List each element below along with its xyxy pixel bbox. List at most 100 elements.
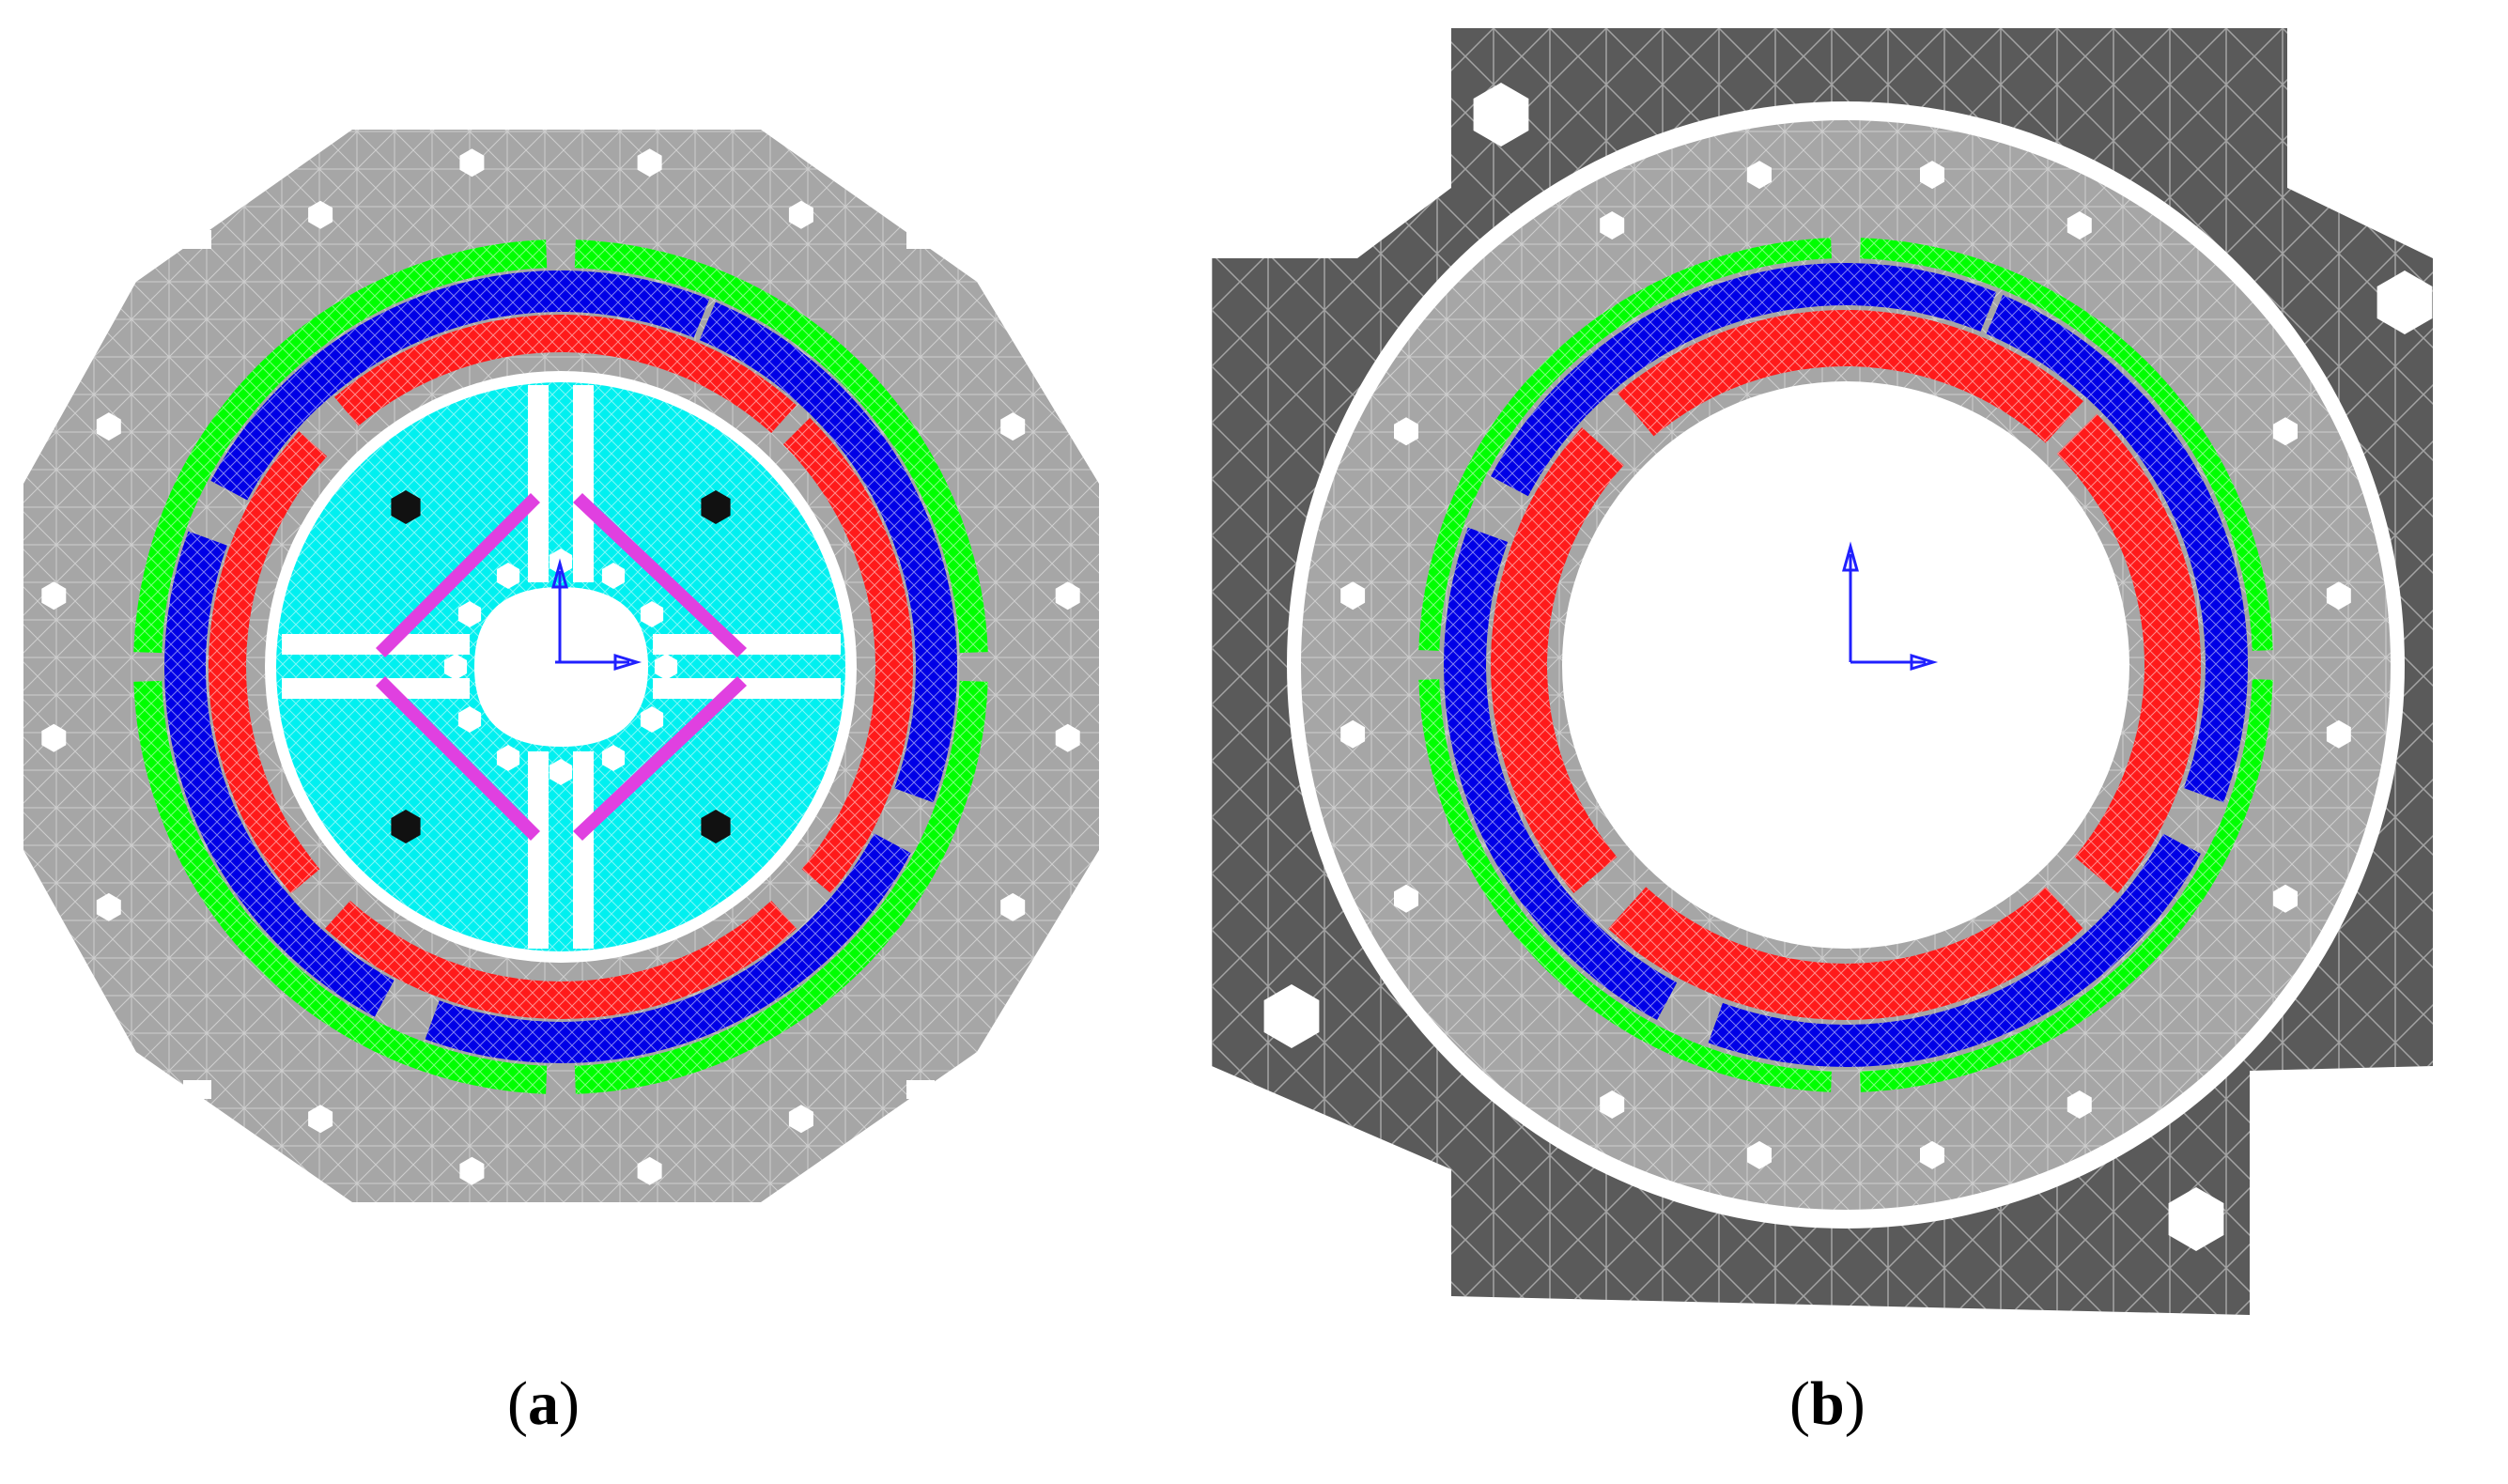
mounting-holes (1340, 161, 2351, 1169)
mounting-hole (2326, 719, 2351, 749)
winding-inner-segment-mesh (333, 314, 797, 434)
winding-outer-segment-mesh (1418, 679, 1832, 1092)
mounting-hole (459, 148, 485, 178)
rotor-holes (443, 549, 678, 785)
panel-label-b-text: b (1809, 1369, 1845, 1438)
magnets (376, 493, 747, 841)
rotor-hole (601, 745, 626, 771)
bolt (391, 810, 421, 843)
housing-bolt (2376, 271, 2433, 334)
mounting-hole (788, 200, 813, 229)
mounting-hole (1055, 723, 1080, 752)
winding-outer-segment-mesh (133, 240, 548, 654)
core-notch (906, 230, 935, 249)
winding-middle-segment-mesh (425, 833, 911, 1064)
mounting-hole (637, 148, 662, 178)
winding-middle-segment-mesh (210, 271, 710, 501)
mounting-hole (308, 1105, 333, 1134)
winding-middle-segment-mesh (699, 301, 957, 803)
core-notch (183, 1080, 211, 1099)
mounting-hole (1000, 412, 1026, 441)
winding-outer-segment-mesh (133, 680, 548, 1094)
winding-middle-segment-mesh (1708, 833, 2201, 1067)
mounting-hole (459, 1156, 485, 1185)
winding-outer-segment-mesh (1860, 679, 2273, 1092)
rotor-hole (654, 654, 678, 680)
core-notch (906, 1080, 935, 1099)
rotor-hole (640, 601, 664, 627)
mounting-hole (308, 200, 333, 229)
mounting-hole (96, 412, 121, 441)
mounting-hole (41, 723, 67, 752)
mounting-hole (1747, 1140, 1772, 1169)
panel-a (23, 130, 1099, 1202)
mounting-hole (2326, 581, 2351, 611)
winding-outer-segment-mesh (1418, 238, 1832, 651)
winding-middle-segment-mesh (1986, 295, 2248, 803)
coordinate-axes-icon (1842, 541, 1939, 672)
rotor-hole (443, 654, 468, 680)
mounting-hole (1340, 581, 1366, 611)
mounting-hole (2067, 1090, 2092, 1119)
winding-outer-segment-mesh (574, 240, 988, 654)
shaft-hole (474, 587, 648, 747)
panel-b (1212, 28, 2433, 1315)
core-notch (183, 230, 211, 249)
bolt (701, 490, 731, 524)
rotor-hole (640, 706, 664, 733)
bolts (391, 490, 731, 843)
mounting-hole (788, 1105, 813, 1134)
rotor-hole (549, 759, 573, 785)
mounting-hole (1340, 719, 1366, 749)
mounting-hole (2273, 417, 2298, 446)
winding-inner-segment-mesh (209, 431, 328, 894)
mounting-hole (96, 892, 121, 921)
mounting-hole (2067, 211, 2092, 240)
mounting-hole (1600, 1090, 1625, 1119)
mounting-hole (1000, 892, 1026, 921)
winding-middle-segment-mesh (163, 531, 395, 1017)
rotor-slots (282, 385, 841, 949)
winding-inner-segment-mesh (1618, 309, 2083, 443)
mounting-hole (1920, 161, 1944, 190)
rotor-hole (549, 549, 573, 575)
winding-outer-segment-mesh (1860, 238, 2273, 651)
mounting-hole (41, 581, 67, 611)
mounting-hole (1055, 581, 1080, 611)
mounting-hole (1600, 211, 1625, 240)
housing-bolts (1263, 83, 2433, 1251)
winding-rings (1418, 238, 2273, 1092)
mounting-hole (1394, 417, 1418, 446)
winding-rings (133, 240, 988, 1094)
winding-inner-segment-mesh (325, 900, 797, 1019)
winding-inner-segment-mesh (782, 417, 913, 894)
rotor-hole (496, 563, 520, 589)
panel-label-b: (b) (1789, 1369, 1866, 1438)
winding-middle-segment-mesh (1444, 527, 1678, 1020)
rotor-hole (496, 745, 520, 771)
winding-inner-segment-mesh (1608, 887, 2083, 1020)
winding-inner-segment-mesh (2056, 413, 2201, 893)
coordinate-axes-icon (551, 558, 642, 672)
panel-label-a: (a) (507, 1369, 580, 1438)
mounting-hole (2273, 884, 2298, 913)
rotor-hole (601, 563, 626, 589)
housing-bolt (1473, 83, 1529, 147)
mounting-hole (1747, 161, 1772, 190)
mounting-hole (637, 1156, 662, 1185)
bore (1562, 381, 2129, 949)
housing-bolt (2168, 1187, 2224, 1251)
bolt (391, 490, 421, 524)
panel-label-a-text: a (527, 1369, 559, 1438)
bolt (701, 810, 731, 843)
housing-bolt (1263, 984, 1320, 1048)
winding-middle-segment-mesh (1491, 263, 1997, 497)
mounting-hole (1394, 884, 1418, 913)
mounting-hole (1920, 1140, 1944, 1169)
winding-inner-segment-mesh (1491, 427, 1624, 893)
winding-outer-segment-mesh (574, 680, 988, 1094)
rotor-hole (457, 601, 482, 627)
rotor-hole (457, 706, 482, 733)
mounting-holes (41, 148, 1080, 1185)
